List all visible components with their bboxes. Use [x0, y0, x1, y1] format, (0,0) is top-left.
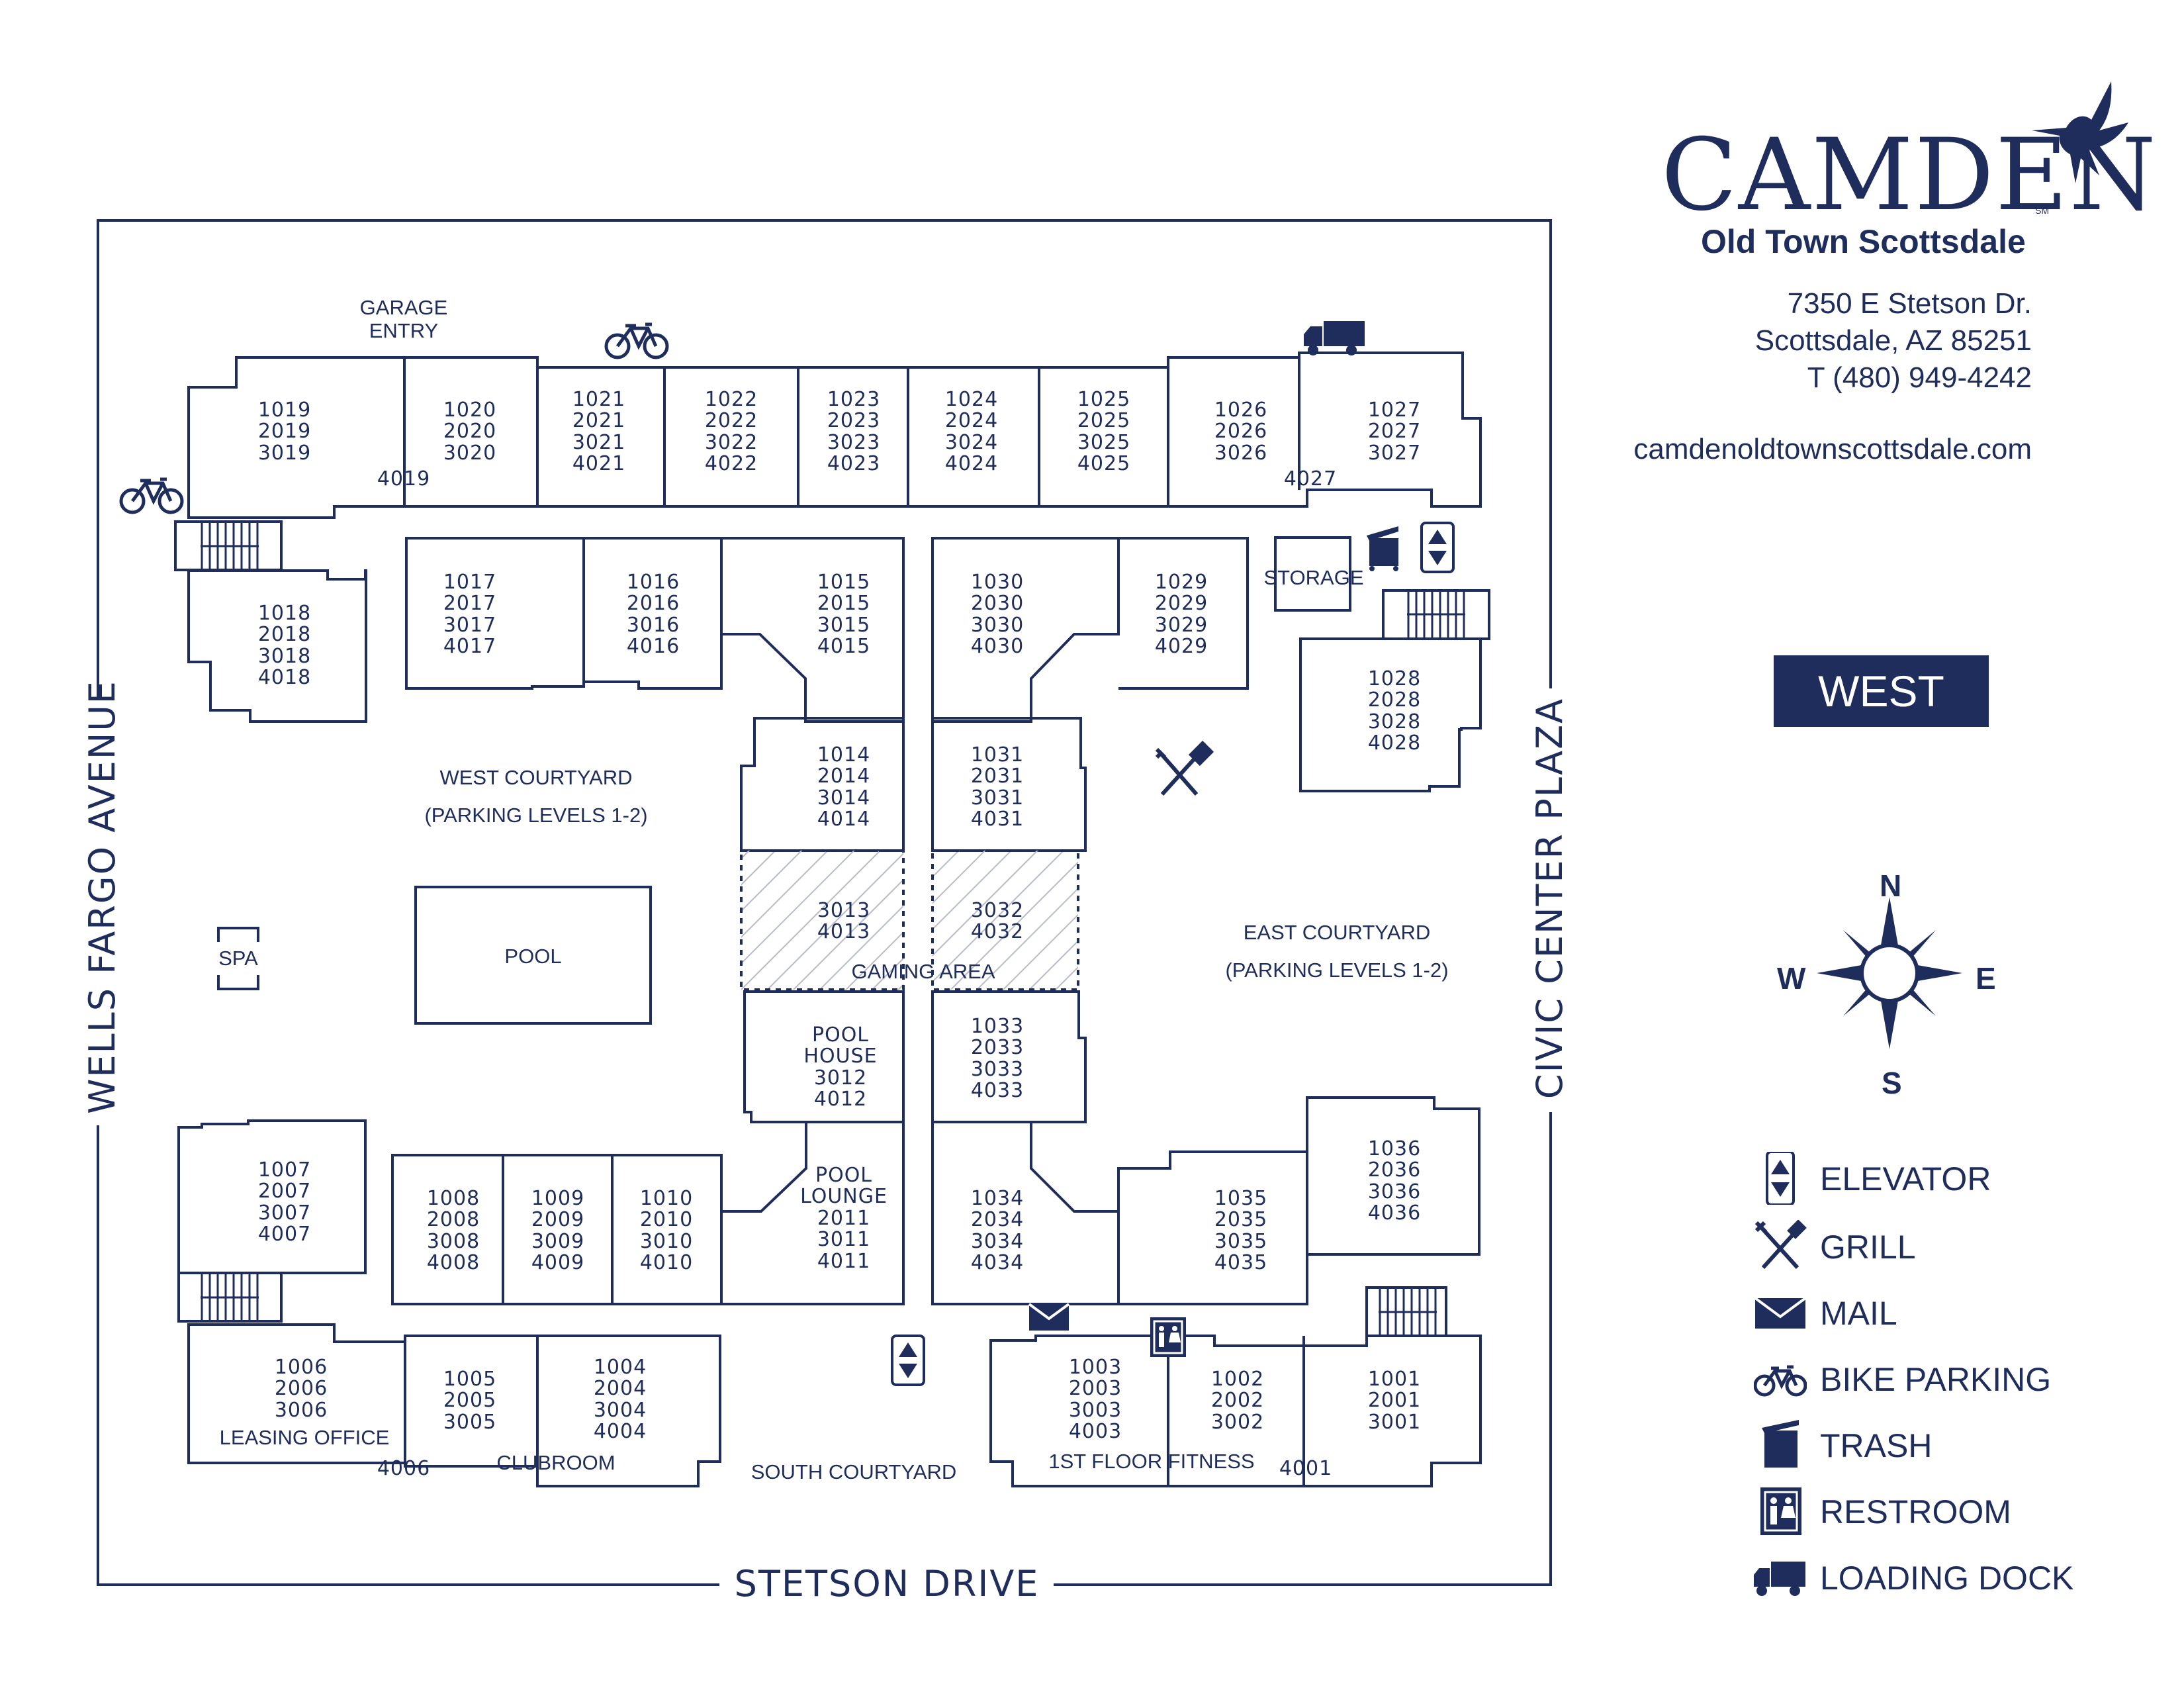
service-mark: SM: [2035, 205, 2049, 216]
trash-icon: [1762, 1420, 1799, 1468]
bike-icon: [119, 477, 184, 514]
unit-4027: 4027: [1283, 467, 1338, 491]
west-courtyard-sublabel: (PARKING LEVELS 1-2): [424, 804, 648, 827]
pool-label: POOL: [504, 945, 562, 968]
unit-1023: 1023 2023 3023 4023: [827, 388, 881, 476]
elevator-icon: [891, 1335, 925, 1386]
leasing-office-label: LEASING OFFICE: [219, 1426, 390, 1449]
garage-entry-label: GARAGE ENTRY: [359, 296, 448, 342]
unit-1021: 1021 2021 3021 4021: [572, 388, 626, 476]
elevator-icon: [1766, 1152, 1795, 1205]
fitness-label: 1ST FLOOR FITNESS: [1048, 1450, 1255, 1473]
legend-label: MAIL: [1820, 1295, 1897, 1332]
unit-1028: 1028 2028 3028 4028: [1367, 667, 1422, 755]
unit-1008: 1008 2008 3008 4008: [426, 1187, 480, 1275]
unit-1036: 1036 2036 3036 4036: [1367, 1137, 1422, 1225]
unit-1015: 1015 2015 3015 4015: [817, 571, 871, 659]
truck-icon: [1754, 1562, 1805, 1596]
unit-1010: 1010 2010 3010 4010: [639, 1187, 694, 1275]
street-stetson-drive: STETSON DRIVE: [734, 1563, 1040, 1605]
address-line-2: Scottsdale, AZ 85251: [1754, 324, 2032, 357]
unit-1017: 1017 2017 3017 4017: [443, 571, 497, 659]
compass-south: S: [1882, 1066, 1902, 1100]
gaming-area-label: GAMING AREA: [851, 960, 995, 983]
compass-rose-icon: [1817, 897, 1962, 1049]
unit-1004: 1004 2004 3004 4004: [593, 1356, 647, 1444]
unit-1009: 1009 2009 3009 4009: [531, 1187, 585, 1275]
unit-1029: 1029 2029 3029 4029: [1154, 571, 1208, 659]
truck-icon: [1304, 321, 1365, 355]
unit-pool-house: POOL HOUSE 3012 4012: [803, 1023, 878, 1111]
storage-label: STORAGE: [1263, 566, 1364, 589]
hummingbird-logo-icon: [2032, 81, 2128, 183]
unit-3032: 3032 4032: [970, 899, 1024, 944]
logo-wordmark: CAMDEN: [1661, 118, 2158, 233]
grill-icon: [1754, 1220, 1807, 1270]
mail-icon: [1028, 1303, 1070, 1331]
unit-1026: 1026 2026 3026: [1214, 399, 1268, 465]
unit-pool-lounge: POOL LOUNGE 2011 3011 4011: [800, 1164, 887, 1273]
legend-label: GRILL: [1820, 1229, 1916, 1266]
compass-north: N: [1880, 868, 1902, 903]
unit-4006: 4006: [377, 1457, 431, 1480]
unit-1031: 1031 2031 3031 4031: [970, 743, 1024, 831]
unit-1014: 1014 2014 3014 4014: [817, 743, 871, 831]
unit-1002: 1002 2002 3002: [1210, 1368, 1265, 1434]
north-wing-outline: [187, 352, 1482, 519]
property-boundary: [97, 219, 1552, 1586]
unit-1007: 1007 2007 3007 4007: [257, 1158, 312, 1246]
unit-1033: 1033 2033 3033 4033: [970, 1015, 1024, 1103]
unit-1003: 1003 2003 3003 4003: [1068, 1356, 1122, 1444]
legend-label: LOADING DOCK: [1820, 1560, 2074, 1597]
east-courtyard-label: EAST COURTYARD: [1243, 921, 1431, 944]
unit-1006: 1006 2006 3006: [274, 1356, 328, 1422]
elevator-icon: [1420, 522, 1455, 573]
restroom-icon: [1760, 1487, 1801, 1535]
compass-west: W: [1777, 961, 1806, 996]
legend-label: BIKE PARKING: [1820, 1361, 2052, 1398]
unit-1028-outline: [1299, 637, 1482, 792]
street-wells-fargo-avenue: WELLS FARGO AVENUE: [81, 680, 123, 1114]
trash-icon: [1367, 526, 1398, 571]
east-courtyard-sublabel: (PARKING LEVELS 1-2): [1225, 959, 1449, 982]
address-line-1: 7350 E Stetson Dr.: [1787, 287, 2032, 320]
unit-1020: 1020 2020 3020: [443, 399, 497, 465]
unit-1018-outline: [187, 569, 367, 723]
unit-1005: 1005 2005 3005: [443, 1368, 497, 1434]
west-courtyard-label: WEST COURTYARD: [439, 766, 633, 789]
unit-4019: 4019: [377, 467, 431, 491]
grill-icon: [1155, 740, 1214, 796]
unit-3013: 3013 4013: [817, 899, 871, 944]
spa-label: SPA: [218, 947, 258, 970]
street-civic-center-plaza: CIVIC CENTER PLAZA: [1529, 697, 1570, 1100]
unit-1016: 1016 2016 3016 4016: [626, 571, 680, 659]
website-link[interactable]: camdenoldtownscottsdale.com: [1633, 433, 2032, 465]
legend-label: TRASH: [1820, 1427, 1933, 1464]
unit-1027: 1027 2027 3027: [1367, 399, 1422, 465]
mail-icon: [1754, 1297, 1807, 1329]
phone-number: T (480) 949-4242: [1807, 361, 2032, 394]
legend-label: RESTROOM: [1820, 1493, 2011, 1530]
unit-1034: 1034 2034 3034 4034: [970, 1187, 1024, 1275]
unit-1022: 1022 2022 3022 4022: [704, 388, 758, 476]
bike-icon: [604, 322, 669, 359]
bike-icon: [1754, 1365, 1807, 1397]
restroom-icon: [1150, 1317, 1186, 1357]
unit-1018: 1018 2018 3018 4018: [257, 602, 312, 690]
legend-label: ELEVATOR: [1820, 1160, 1991, 1197]
south-courtyard-label: SOUTH COURTYARD: [751, 1460, 957, 1483]
unit-1035: 1035 2035 3035 4035: [1214, 1187, 1268, 1275]
unit-1024: 1024 2024 3024 4024: [944, 388, 999, 476]
unit-1030: 1030 2030 3030 4030: [970, 571, 1024, 659]
unit-1025: 1025 2025 3025 4025: [1077, 388, 1131, 476]
unit-4001: 4001: [1279, 1457, 1333, 1480]
building-badge: WEST: [1774, 655, 1989, 727]
clubroom-label: CLUBROOM: [496, 1451, 615, 1474]
unit-1001: 1001 2001 3001: [1367, 1368, 1422, 1434]
unit-1019: 1019 2019 3019: [257, 399, 312, 465]
compass-east: E: [1976, 961, 1996, 996]
community-name: Old Town Scottsdale: [1701, 223, 2026, 260]
